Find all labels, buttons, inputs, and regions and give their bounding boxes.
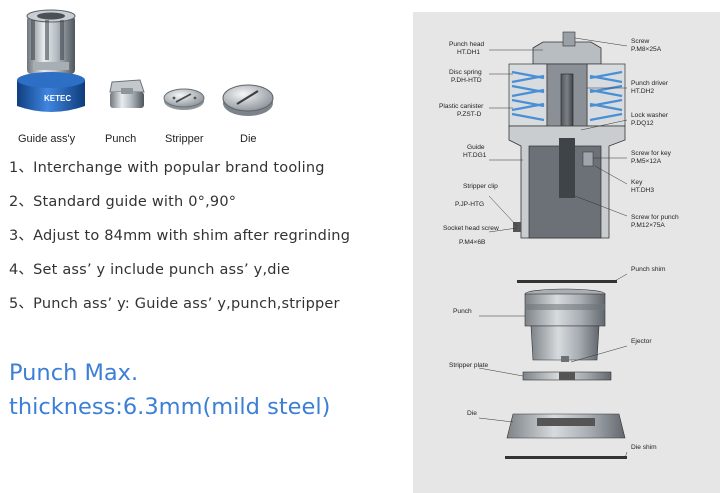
feature-item: 2、Standard guide with 0°,90° <box>9 194 237 210</box>
label-stripper-plate: Stripper plate <box>449 362 489 369</box>
left-labels: Punch head HT.DH1 Disc spring P.DH-HTD P… <box>439 41 499 246</box>
product-caption: Guide ass'y <box>18 133 76 145</box>
label-plastic-canister: Plastic canister <box>439 103 484 110</box>
leader-lines <box>478 37 628 459</box>
feature-item: 1、Interchange with popular brand tooling <box>9 160 325 176</box>
max-thickness-line2: thickness:6.3mm(mild steel) <box>9 394 331 420</box>
label-screw-for-punch: Screw for punch <box>631 214 679 221</box>
product-caption: Die <box>240 133 257 145</box>
diagram-drawing: Punch head HT.DH1 Disc spring P.DH-HTD P… <box>439 31 679 459</box>
max-thickness-line1: Punch Max. <box>9 360 139 386</box>
product-caption: Stripper <box>165 133 204 145</box>
punch-icon <box>109 79 145 108</box>
feature-item: 5、Punch ass’ y: Guide ass’ y,punch,strip… <box>9 296 340 312</box>
guide-brand-text: KETEC <box>44 94 71 103</box>
code-punch-driver: HT.DH2 <box>631 88 654 95</box>
stripper-plate-part <box>522 371 612 381</box>
feature-item: 3、Adjust to 84mm with shim after regrind… <box>9 228 351 244</box>
exploded-diagram: Punch head HT.DH1 Disc spring P.DH-HTD P… <box>413 12 720 493</box>
code-screw: P.M8×25A <box>631 46 662 53</box>
punch-shim-part <box>517 280 617 283</box>
right-labels: Screw P.M8×25A Punch driver HT.DH2 Lock … <box>631 38 679 229</box>
code-socket-head-screw: P.M4×6B <box>459 239 486 246</box>
code-key: HT.DH3 <box>631 187 654 194</box>
code-lock-washer: P.DQ12 <box>631 120 654 127</box>
disc-spring-stack <box>508 63 626 127</box>
label-die-shim: Die shim <box>631 444 657 451</box>
label-key: Key <box>631 179 643 186</box>
label-guide: Guide <box>467 144 485 151</box>
label-punch-driver: Punch driver <box>631 80 669 87</box>
code-screw-for-key: P.M5×12A <box>631 158 662 165</box>
guide-assembly-icon: KETEC <box>17 9 85 112</box>
code-punch-head: HT.DH1 <box>457 49 480 56</box>
max-thickness-note: Punch Max. thickness:6.3mm(mild steel) <box>9 356 330 424</box>
stripper-icon <box>163 88 205 110</box>
label-punch: Punch <box>453 308 472 315</box>
label-die: Die <box>467 410 477 417</box>
lower-labels: Punch shim Punch Ejector Stripper plate … <box>449 266 666 451</box>
label-screw-for-key: Screw for key <box>631 150 672 157</box>
label-disc-spring: Disc spring <box>449 69 482 76</box>
label-punch-shim: Punch shim <box>631 266 666 273</box>
label-stripper-clip: Stripper clip <box>463 183 498 190</box>
code-guide: HT.DG1 <box>463 152 487 159</box>
guide-assembly-section <box>508 31 626 239</box>
product-row: KETEC Guide ass'y Punch Stripper Die <box>0 0 350 150</box>
product-caption: Punch <box>105 133 137 145</box>
code-disc-spring: P.DH-HTD <box>451 77 482 84</box>
code-stripper-clip: P.JP-HTG <box>455 201 484 208</box>
die-part <box>506 413 626 439</box>
label-ejector: Ejector <box>631 338 652 345</box>
code-screw-for-punch: P.M12×75A <box>631 222 665 229</box>
product-illustrations: KETEC <box>17 9 274 116</box>
code-plastic-canister: P.ZST-D <box>457 111 482 118</box>
die-icon <box>222 84 274 116</box>
punch-part <box>524 288 606 362</box>
label-punch-head: Punch head <box>449 41 485 48</box>
label-screw: Screw <box>631 38 650 45</box>
die-shim-part <box>505 456 627 459</box>
feature-item: 4、Set ass’ y include punch ass’ y,die <box>9 262 291 278</box>
label-socket-head-screw: Socket head screw <box>443 225 499 232</box>
feature-list: 1、Interchange with popular brand tooling… <box>9 158 350 328</box>
label-lock-washer: Lock washer <box>631 112 669 119</box>
